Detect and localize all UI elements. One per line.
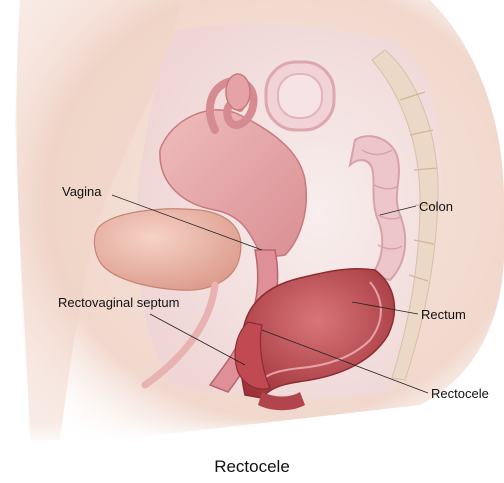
label-rectum: Rectum xyxy=(421,307,466,322)
ovary xyxy=(226,74,250,110)
label-colon: Colon xyxy=(419,199,453,214)
label-rectovaginal-septum: Rectovaginal septum xyxy=(58,295,179,310)
bottom-fade xyxy=(0,330,504,450)
label-vagina: Vagina xyxy=(62,184,102,199)
label-rectocele: Rectocele xyxy=(431,386,489,401)
figure-caption: Rectocele xyxy=(0,457,504,477)
